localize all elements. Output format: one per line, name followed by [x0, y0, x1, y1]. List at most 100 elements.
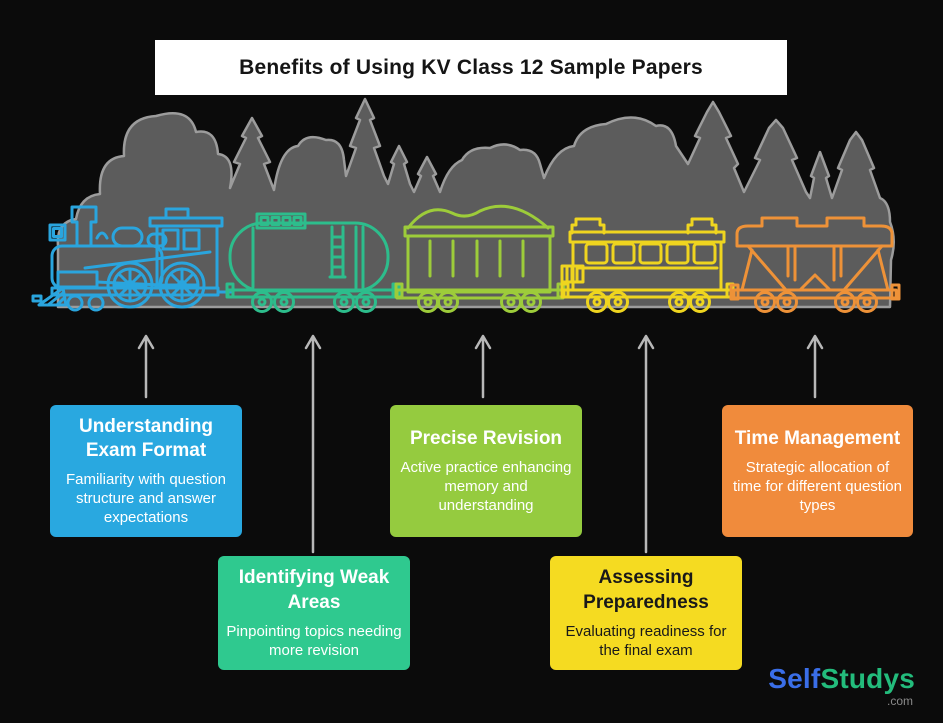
wheel	[273, 291, 295, 313]
wheel	[776, 291, 798, 313]
card-title: Time Management	[734, 428, 901, 450]
logo-wordmark: SelfStudys	[768, 665, 915, 693]
selfstudys-logo: SelfStudys .com	[768, 665, 915, 708]
wheel	[834, 291, 856, 313]
top-hatch	[255, 212, 307, 230]
ladder	[328, 225, 347, 279]
page-title: Benefits of Using KV Class 12 Sample Pap…	[239, 55, 703, 79]
forest-silhouette	[56, 97, 895, 309]
hopper-body	[746, 244, 884, 292]
logo-suffix: .com	[886, 694, 913, 708]
card-assessing-preparedness: Assessing Preparedness Evaluating readin…	[550, 556, 742, 670]
frame-post-left	[225, 282, 235, 299]
spokes-2	[164, 267, 200, 303]
frame-post-right	[391, 282, 401, 299]
body	[571, 240, 723, 292]
drive-wheel-1	[106, 261, 154, 309]
wheel	[500, 291, 522, 313]
cab-window-1	[161, 228, 180, 251]
card-identifying-weak-areas: Identifying Weak Areas Pinpointing topic…	[218, 556, 410, 670]
arrow-up-2	[304, 334, 322, 554]
bell	[95, 231, 109, 240]
clerestory-roof	[570, 217, 606, 235]
wheel	[586, 291, 608, 313]
cab-roof-vent	[164, 207, 190, 220]
top-rail	[403, 225, 555, 238]
frame-post-right	[890, 283, 901, 301]
cab-body	[155, 224, 219, 290]
wheel	[607, 291, 629, 313]
cab-window-2	[182, 228, 201, 251]
smokestack	[70, 205, 98, 248]
window	[611, 242, 636, 265]
card-body: Pinpointing topics needing more revision	[226, 622, 402, 659]
wheel	[333, 291, 355, 313]
sand-dome	[146, 232, 168, 248]
connecting-rod	[95, 280, 184, 288]
slats	[428, 239, 525, 278]
frame	[226, 288, 400, 299]
wheel	[856, 291, 878, 313]
lamp	[48, 223, 67, 242]
wheel	[668, 291, 690, 313]
frame-post-left	[729, 283, 740, 301]
frame-post-right	[556, 282, 566, 299]
body	[406, 234, 552, 294]
top-band	[735, 216, 894, 248]
arrow-up-3	[474, 334, 492, 399]
window	[665, 242, 690, 265]
card-title: Identifying Weak Areas	[238, 567, 390, 613]
frame-post-left	[560, 282, 570, 299]
load-mound	[406, 204, 550, 230]
hopper-car	[729, 216, 901, 313]
window	[584, 242, 609, 265]
locomotive	[31, 205, 233, 312]
bay-lines	[786, 246, 843, 282]
cylinder-box	[56, 270, 99, 289]
wheel	[355, 291, 377, 313]
cab-roof	[148, 216, 224, 228]
logo-part-self: Self	[768, 663, 821, 694]
card-body: Active practice enhancing memory and und…	[400, 458, 572, 514]
tanker-car	[225, 212, 401, 313]
tank	[228, 221, 390, 293]
spokes-1	[112, 267, 148, 303]
card-body: Strategic allocation of time for differe…	[733, 458, 902, 514]
roof	[568, 230, 726, 244]
frame	[732, 288, 898, 300]
wheel	[437, 291, 459, 313]
wheel	[754, 291, 776, 313]
card-precise-revision: Precise Revision Active practice enhanci…	[390, 405, 582, 537]
gondola-car	[394, 204, 566, 313]
frame-post-left	[394, 282, 404, 299]
card-body: Evaluating readiness for the final exam	[565, 622, 727, 659]
arrow-up-4	[637, 334, 655, 554]
front-coupler	[31, 294, 43, 303]
boiler	[50, 244, 164, 290]
arrow-up-5	[806, 334, 824, 399]
frame	[50, 286, 220, 297]
pilot-wheel-1	[66, 294, 84, 312]
boiler-taper-line	[83, 250, 212, 270]
card-understanding-exam-format: Understanding Exam Format Familiarity wi…	[50, 405, 242, 537]
card-body: Familiarity with question structure and …	[65, 471, 227, 527]
wheel	[251, 291, 273, 313]
frame-post-right	[725, 282, 735, 299]
wheel	[417, 291, 439, 313]
passenger-car	[560, 217, 735, 313]
window	[692, 242, 717, 265]
cowcatcher	[37, 286, 68, 307]
hub-1	[125, 280, 135, 290]
pilot-wheel-2	[87, 294, 105, 312]
hub-2	[177, 280, 187, 290]
card-title: Precise Revision	[409, 428, 563, 450]
lamp-inner	[52, 227, 63, 238]
frame	[562, 288, 734, 299]
wheel	[689, 291, 711, 313]
window	[638, 242, 663, 265]
clerestory-roof-2	[686, 217, 718, 235]
card-title: Understanding Exam Format	[78, 415, 214, 462]
arrow-up-1	[137, 334, 155, 399]
frame	[395, 288, 565, 300]
logo-part-studys: Studys	[820, 663, 915, 694]
